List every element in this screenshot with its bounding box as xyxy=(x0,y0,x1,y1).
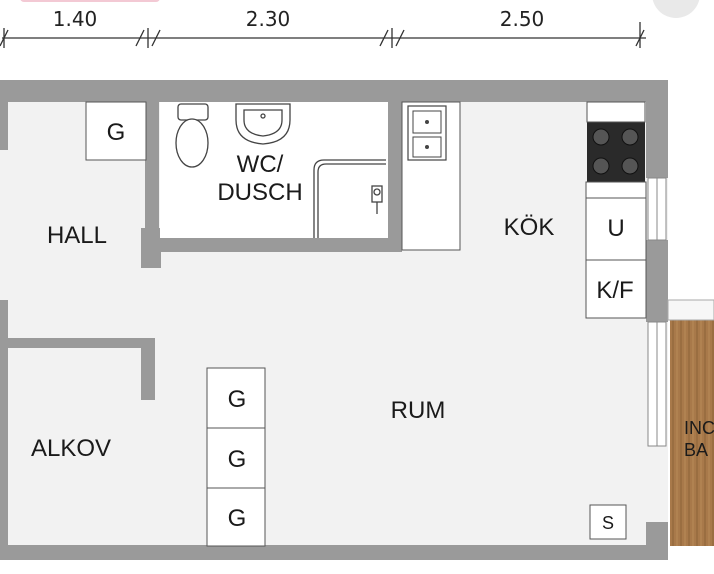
kitchen-counter-top xyxy=(586,101,646,123)
storage-s xyxy=(589,504,627,540)
counter-segment xyxy=(585,181,647,199)
hall-wardrobe xyxy=(85,101,147,161)
left-wall-lower xyxy=(0,300,8,545)
interior-walls xyxy=(4,100,402,400)
toilet-icon xyxy=(175,103,209,168)
dimension-line xyxy=(0,22,646,48)
wardrobe-1 xyxy=(206,367,266,429)
shower-icon xyxy=(313,159,386,238)
washbasin-icon xyxy=(235,103,291,145)
dimension-2: 2.30 xyxy=(246,7,291,31)
wardrobe-2-label: G xyxy=(228,446,247,473)
clipped-label-tag xyxy=(20,0,160,2)
clipped-circle xyxy=(652,0,700,18)
storage-s-label: S xyxy=(602,513,614,533)
wardrobe-3-label: G xyxy=(228,505,247,532)
left-wall-upper xyxy=(0,100,8,150)
balcony-deck xyxy=(670,320,714,546)
room-label-alkov: ALKOV xyxy=(31,435,111,462)
outer-walls xyxy=(0,80,668,560)
stove-icon xyxy=(587,122,645,182)
wardrobe-3 xyxy=(206,487,266,547)
dimension-1: 1.40 xyxy=(53,7,98,31)
room-label-dusch: DUSCH xyxy=(217,179,302,206)
wardrobe-1-label: G xyxy=(228,386,247,413)
fridge-freezer-label: K/F xyxy=(596,277,633,304)
window-lower xyxy=(647,321,667,447)
room-label-wc: WC/ xyxy=(237,151,284,178)
room-label-rum: RUM xyxy=(391,397,446,424)
window-upper xyxy=(647,177,667,241)
balcony-label-line1: INC xyxy=(684,418,714,438)
fridge-freezer xyxy=(585,259,647,319)
dimension-3: 2.50 xyxy=(500,7,545,31)
balcony-label-line2: BA xyxy=(684,440,708,460)
room-label-kok: KÖK xyxy=(504,214,555,241)
hall-wardrobe-label: G xyxy=(107,119,126,146)
wardrobe-2 xyxy=(206,427,266,489)
kitchen-counter xyxy=(401,101,461,251)
room-label-hall: HALL xyxy=(47,222,107,249)
cabinet-u-label: U xyxy=(607,215,624,242)
balcony-door-frame xyxy=(667,299,714,321)
